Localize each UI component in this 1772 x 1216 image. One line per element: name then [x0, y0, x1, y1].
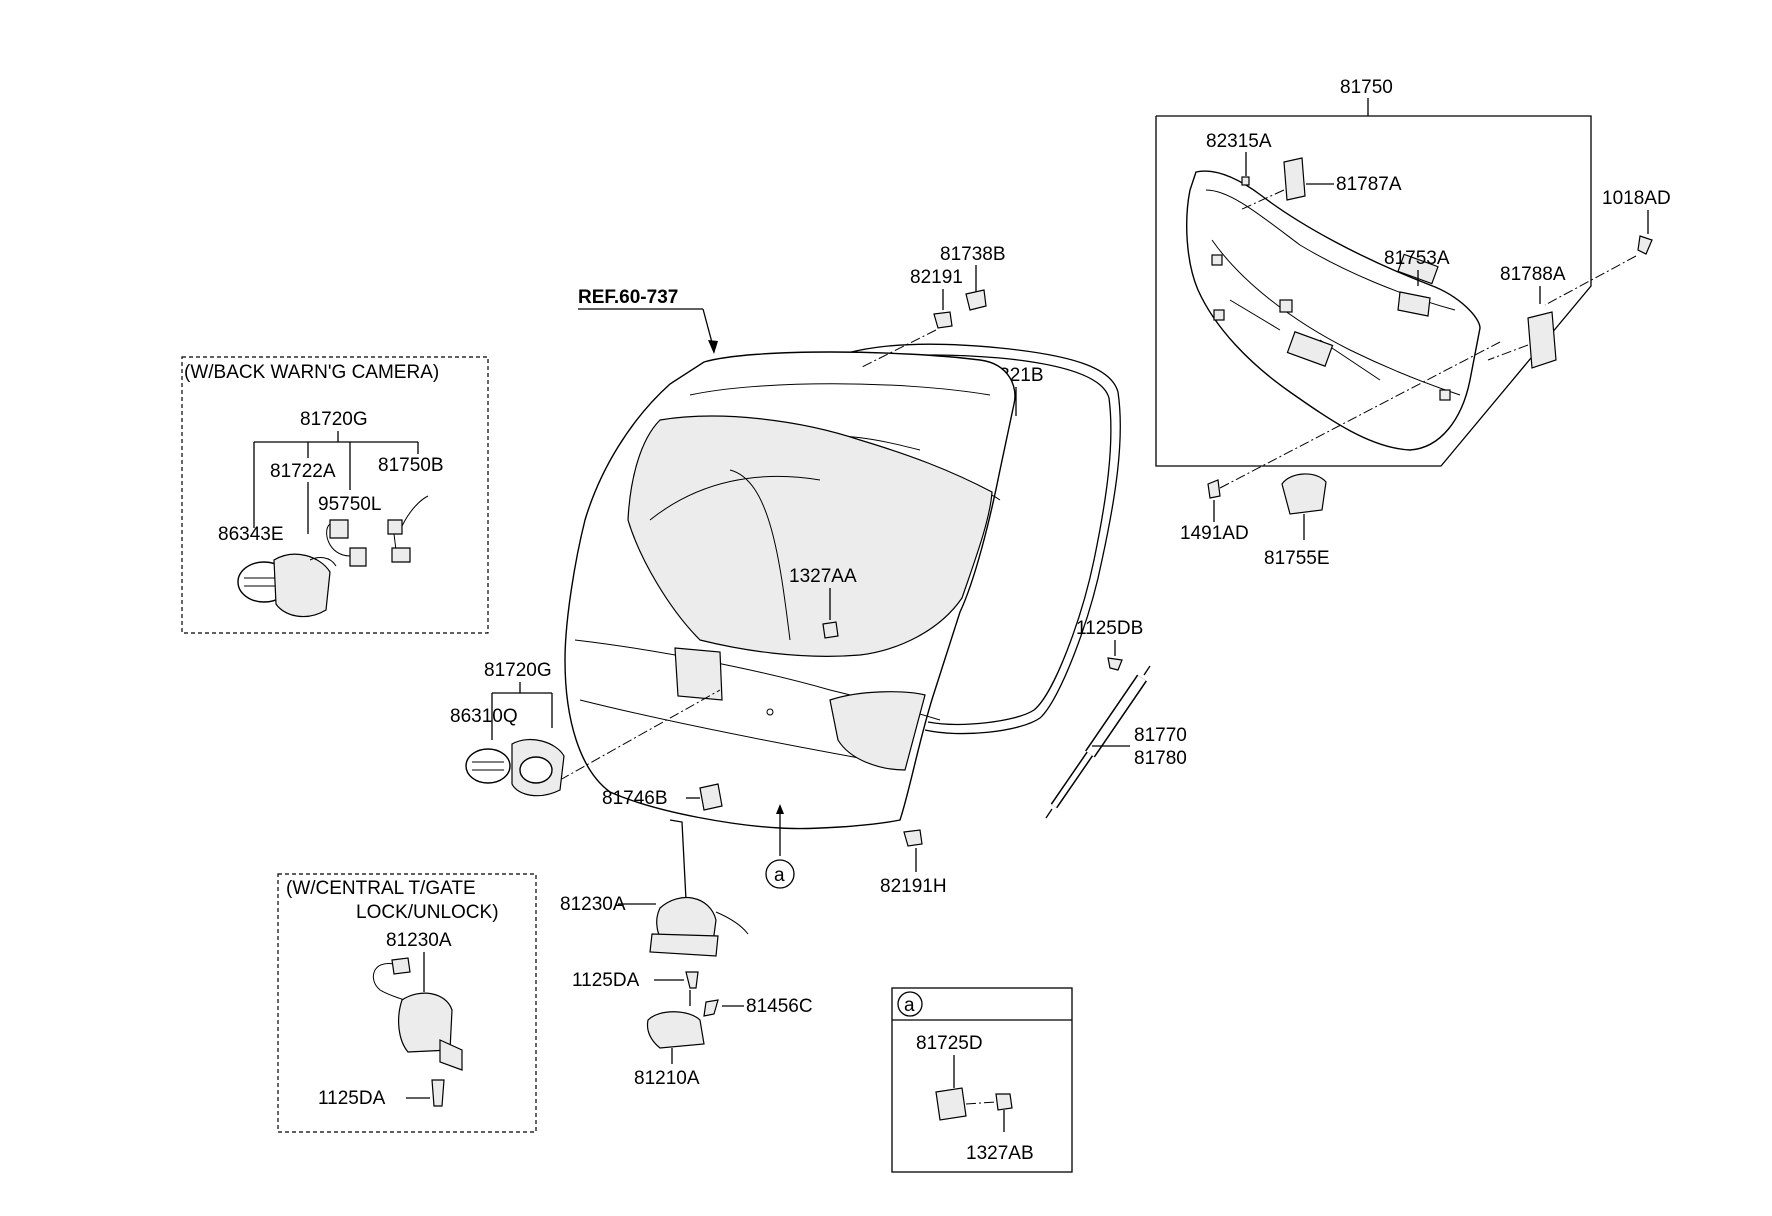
license-recess [674, 647, 723, 701]
label-86310Q: 86310Q [450, 706, 518, 727]
label-81230A: 81230A [560, 894, 626, 915]
bracket-81746B [699, 783, 723, 811]
bolt-1125DB [1107, 657, 1123, 671]
label-82191: 82191 [910, 267, 963, 288]
label-81750B: 81750B [378, 455, 444, 476]
label-1327AA: 1327AA [789, 566, 857, 587]
label-1125DA-lock: 1125DA [318, 1088, 386, 1109]
label-81755E: 81755E [1264, 548, 1330, 569]
label-81787A: 81787A [1336, 174, 1402, 195]
label-1491AD: 1491AD [1180, 523, 1249, 544]
camera-95750L [329, 519, 349, 539]
bumper-81738B [965, 289, 987, 311]
lock-option-title-1: (W/CENTRAL T/GATE [286, 878, 476, 899]
label-81746B: 81746B [602, 788, 668, 809]
nut-1327AB [995, 1093, 1013, 1111]
label-81722A: 81722A [270, 461, 336, 482]
label-81753A: 81753A [1384, 248, 1450, 269]
detail-a-box [891, 987, 1073, 1173]
label-81725D: 81725D [916, 1033, 983, 1054]
label-81750: 81750 [1340, 77, 1393, 98]
label-1125DA: 1125DA [572, 970, 640, 991]
label-81456C: 81456C [746, 996, 813, 1017]
camera-option-title: (W/BACK WARN'G CAMERA) [184, 362, 439, 383]
screw-81456C [703, 999, 719, 1017]
callout-a [765, 859, 795, 889]
detail-a-group: a 81725D 1327AB [891, 987, 1073, 1173]
trim-panel-box [1155, 115, 1592, 467]
label-95750L: 95750L [318, 494, 381, 515]
lock-option-box [277, 873, 537, 1133]
detail-a-text: a [904, 995, 915, 1016]
bolt-1018AD [1637, 235, 1653, 255]
rear-window [627, 415, 993, 657]
label-81210A: 81210A [634, 1068, 700, 1089]
clip-81787A [1283, 157, 1306, 201]
bolt-1125DA [685, 971, 699, 989]
label-81738B: 81738B [940, 244, 1006, 265]
switch-81750B [387, 519, 403, 535]
lock-option-group: (W/CENTRAL T/GATE LOCK/UNLOCK) 81230A 11… [277, 873, 537, 1133]
label-81720G-cam: 81720G [300, 409, 368, 430]
label-1018AD: 1018AD [1602, 188, 1671, 209]
nut-1327AA [822, 621, 839, 639]
label-82191H: 82191H [880, 876, 947, 897]
camera-option-box [181, 356, 489, 634]
lock-option-title-2: LOCK/UNLOCK) [356, 902, 499, 923]
handle-with-camera [273, 553, 331, 618]
tailgate-group: 87321B REF.60-737 81738B 82191 1327AA [559, 244, 1187, 897]
bolt-1125DA-lock [431, 1079, 445, 1107]
latch-group: 81230A 1125DA 81456C 81210A [560, 819, 813, 1089]
emblem-86310Q [465, 748, 511, 784]
callout-a-text: a [774, 865, 785, 886]
label-81720G-main: 81720G [484, 660, 552, 681]
switch-81725D [935, 1087, 967, 1121]
label-81230A-lock: 81230A [386, 930, 452, 951]
weatherstrip-87321B [799, 343, 1121, 735]
label-81770: 81770 [1134, 725, 1187, 746]
stopper-82191 [933, 311, 953, 329]
actuator-81230A [398, 992, 453, 1053]
label-81788A: 81788A [1500, 264, 1566, 285]
ref-label: REF.60-737 [578, 287, 678, 308]
label-81780: 81780 [1134, 748, 1187, 769]
trim-panel-group: 81750 82315A 81787A 1018AD 81753A 81788A [1155, 77, 1671, 569]
lamp-81755E [1281, 473, 1327, 515]
label-86343E: 86343E [218, 524, 284, 545]
stopper-82191H [903, 829, 923, 847]
emblem-group: 81720G 86310Q [450, 660, 565, 797]
clip-1491AD [1207, 479, 1221, 499]
rear-trim-panel [1186, 170, 1481, 451]
label-82315A: 82315A [1206, 131, 1272, 152]
camera-option-group: (W/BACK WARN'G CAMERA) 81720G 81722A 817… [181, 356, 489, 634]
cover-81788A [1527, 311, 1557, 369]
handle-81753A [1397, 291, 1431, 317]
label-1327AB: 1327AB [966, 1143, 1034, 1164]
lamp-recess [829, 691, 926, 771]
label-1125DB: 1125DB [1076, 618, 1143, 639]
striker-81210A [646, 1011, 705, 1049]
